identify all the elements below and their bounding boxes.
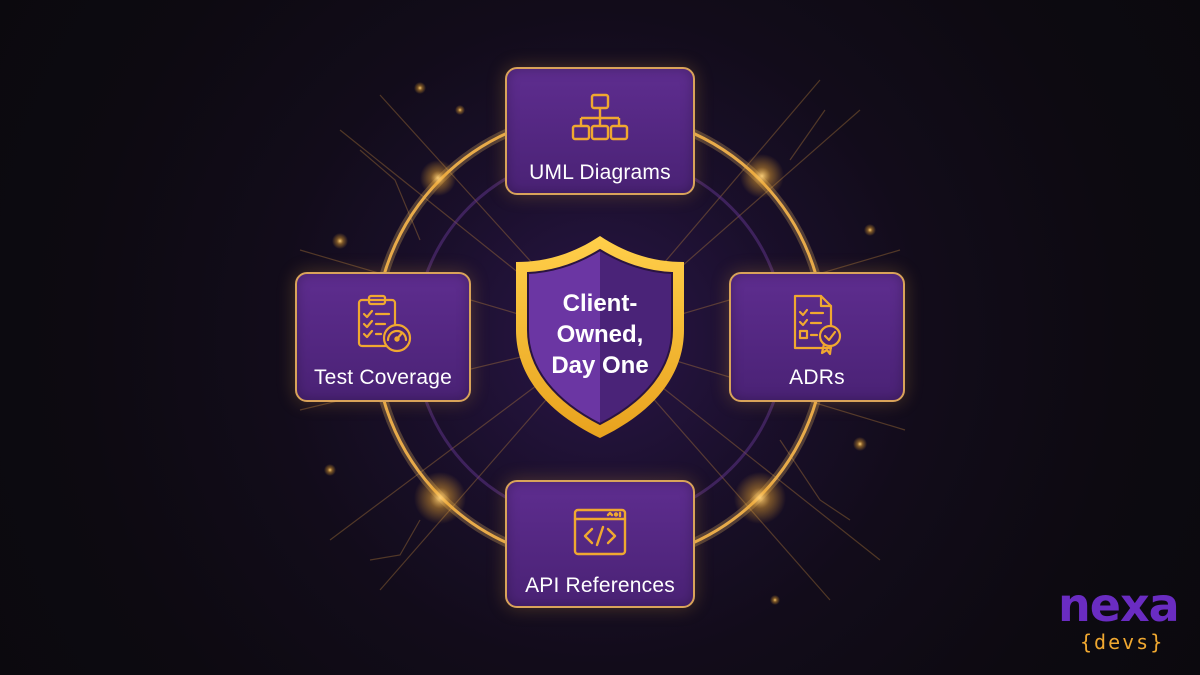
card-label: UML Diagrams [529, 161, 671, 184]
brand-logo-wordmark: nexa [1058, 578, 1180, 632]
card-label: API References [525, 574, 675, 597]
card-label: Test Coverage [313, 366, 452, 389]
card-api-references: API References [505, 480, 695, 608]
card-label: ADRs [789, 366, 845, 389]
document-badge-icon [793, 294, 842, 356]
shield-icon [516, 236, 684, 438]
brand-logo-tagline: {devs} [1080, 630, 1165, 654]
card-test-coverage: Test Coverage [295, 272, 471, 402]
center-title-line-3: Day One [551, 352, 649, 379]
hierarchy-diagram-icon [571, 93, 629, 141]
card-uml-diagrams: UML Diagrams [505, 67, 695, 195]
center-title: Client- Owned, Day One [530, 288, 670, 381]
center-title-line-1: Client- [562, 290, 638, 317]
checklist-gauge-icon [357, 294, 412, 353]
brand-logo: nexa {devs} [1050, 582, 1190, 662]
code-window-icon [573, 508, 627, 556]
sparkles [324, 82, 876, 605]
center-title-line-2: Owned, [556, 321, 644, 348]
card-adrs: ADRs [729, 272, 905, 402]
